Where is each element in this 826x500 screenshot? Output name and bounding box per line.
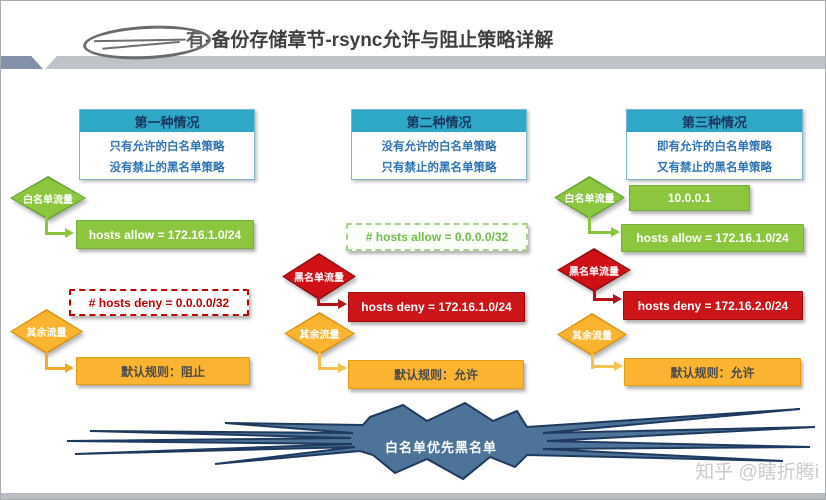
page-title: 有-备份存储章节-rsync允许与阻止策略详解 — [89, 25, 553, 52]
case3-hosts-deny-box: hosts deny = 172.16.2.0/24 — [623, 291, 803, 320]
case3-description: 即有允许的白名单策略 又有禁止的黑名单策略 — [627, 132, 802, 179]
arrow-line — [317, 303, 338, 306]
case3-card: 第三种情况 即有允许的白名单策略 又有禁止的黑名单策略 — [626, 109, 803, 180]
arrow-line — [45, 367, 65, 370]
burst-shape: 白名单优先黑名单 — [66, 401, 815, 481]
scribble-stroke — [102, 40, 181, 50]
diamond-label: 黑名单流量 — [294, 273, 344, 284]
case3-desc-line2: 又有禁止的黑名单策略 — [657, 162, 772, 174]
case3-desc-line1: 即有允许的白名单策略 — [657, 141, 772, 153]
deco-bar-bottom — [1, 493, 825, 499]
arrow-head-icon — [611, 227, 620, 237]
burst-label: 白名单优先黑名单 — [385, 440, 497, 455]
diamond-label: 黑名单流量 — [569, 266, 619, 278]
case3-whitelist-ip-box: 10.0.0.1 — [629, 185, 750, 211]
arrow-line — [45, 351, 48, 370]
arrow-line — [593, 298, 613, 301]
case1-whitelist-diamond: 白名单流量 — [10, 176, 86, 220]
arrow-line — [45, 215, 48, 235]
deco-bar-light — [45, 56, 825, 69]
title-redacted-char: 有 — [186, 30, 206, 51]
arrow-line — [318, 367, 338, 370]
arrow-line — [317, 296, 320, 306]
case1-default-rule-box: 默认规则：阻止 — [76, 357, 250, 385]
arrow-line — [318, 353, 321, 370]
case2-hosts-allow-commented-box: # hosts allow = 0.0.0.0/32 — [346, 223, 528, 251]
arrow-head-icon — [65, 228, 74, 238]
arrow-line — [591, 354, 594, 369]
case1-description: 只有允许的白名单策略 没有禁止的黑名单策略 — [80, 132, 254, 179]
burst-polygon — [66, 401, 815, 481]
case2-description: 没有允许的白名单策略 只有禁止的黑名单策略 — [352, 132, 526, 179]
arrow-head-icon — [65, 363, 74, 373]
case1-hosts-allow-box: hosts allow = 172.16.1.0/24 — [76, 220, 254, 249]
diamond-label: 白名单流量 — [564, 194, 615, 205]
case2-rest-traffic-diamond: 其余流量 — [284, 312, 355, 355]
case1-card: 第一种情况 只有允许的白名单策略 没有禁止的黑名单策略 — [79, 109, 255, 180]
arrow-head-icon — [338, 363, 347, 373]
case2-desc-line2: 只有禁止的黑名单策略 — [381, 162, 497, 174]
case2-hosts-deny-box: hosts deny = 172.16.1.0/24 — [348, 292, 525, 322]
arrow-line — [591, 365, 614, 368]
case1-hosts-deny-commented-box: # hosts deny = 0.0.0.0/32 — [69, 289, 249, 316]
arrow-line — [588, 231, 611, 234]
arrow-head-icon — [338, 299, 347, 309]
case2-desc-line1: 没有允许的白名单策略 — [381, 141, 497, 153]
case1-desc-line1: 只有允许的白名单策略 — [109, 141, 225, 153]
case2-blacklist-diamond: 黑名单流量 — [282, 253, 356, 300]
arrow-line — [45, 232, 65, 235]
case3-header: 第三种情况 — [627, 110, 802, 132]
case3-default-rule-box: 默认规则：允许 — [624, 358, 801, 386]
case3-blacklist-diamond: 黑名单流量 — [557, 248, 631, 292]
arrow-line — [593, 288, 596, 301]
case3-whitelist-diamond: 白名单流量 — [554, 176, 625, 219]
case3-rest-traffic-diamond: 其余流量 — [557, 313, 627, 356]
diamond-label: 其余流量 — [572, 331, 612, 342]
case1-header: 第一种情况 — [80, 110, 254, 132]
diamond-label: 白名单流量 — [23, 194, 73, 206]
case1-desc-line2: 没有禁止的黑名单策略 — [109, 162, 225, 174]
diamond-label: 其余流量 — [299, 330, 340, 341]
arrow-head-icon — [613, 294, 622, 304]
arrow-head-icon — [614, 361, 623, 371]
diamond-label: 其余流量 — [26, 328, 67, 339]
case2-card: 第二种情况 没有允许的白名单策略 只有禁止的黑名单策略 — [351, 109, 527, 180]
case1-rest-traffic-diamond: 其余流量 — [10, 309, 83, 354]
arrow-line — [588, 215, 591, 234]
deco-bar-dark — [1, 56, 43, 69]
watermark: 知乎 @瞎折腾i — [695, 462, 819, 483]
case2-header: 第二种情况 — [352, 110, 526, 132]
case2-default-rule-box: 默认规则：允许 — [348, 360, 524, 389]
title-text: -备份存储章节-rsync允许与阻止策略详解 — [205, 30, 554, 51]
case3-hosts-allow-box: hosts allow = 172.16.1.0/24 — [621, 224, 804, 252]
